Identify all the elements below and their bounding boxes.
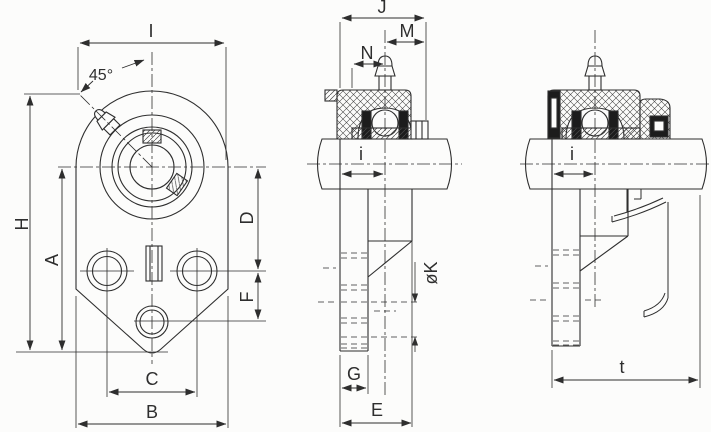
middle-extension-lines <box>339 22 427 427</box>
side-view-labels: J M N i øK G E <box>347 0 441 420</box>
front-view-labels: I 45° H A D F C B <box>12 21 257 422</box>
right-dimension-lines <box>553 170 699 384</box>
front-extension-lines <box>16 47 266 428</box>
front-view <box>16 39 266 428</box>
front-centerlines <box>58 52 266 364</box>
label-H: H <box>12 218 32 231</box>
inner-ring-right <box>561 127 641 140</box>
right-extension-lines <box>551 195 701 388</box>
label-E: E <box>371 400 383 420</box>
bracket-middle <box>339 139 413 352</box>
front-dimension-lines <box>26 39 262 428</box>
bracket-middle-hidden-lines <box>318 252 421 349</box>
label-A: A <box>42 254 62 266</box>
middle-centerlines <box>307 30 462 398</box>
label-t: t <box>619 357 624 377</box>
label-i-right: i <box>570 144 574 164</box>
label-J: J <box>378 0 387 17</box>
housing-lip-middle <box>324 89 338 102</box>
angle-leader-line <box>121 59 145 69</box>
bracket-right-hidden-lines <box>530 249 605 346</box>
label-i-middle: i <box>359 144 363 164</box>
label-K: øK <box>421 261 441 284</box>
inner-ring-middle <box>351 127 413 140</box>
label-C: C <box>146 369 159 389</box>
front-slot <box>145 245 163 282</box>
set-screws <box>142 129 189 197</box>
cover-seals <box>547 90 669 139</box>
label-M: M <box>400 21 415 41</box>
label-I: I <box>148 21 153 41</box>
label-45deg: 45° <box>89 67 113 84</box>
right-centerlines <box>520 30 711 310</box>
end-cover-lower <box>611 189 669 318</box>
covered-view-labels: i t <box>570 144 625 377</box>
label-D: D <box>237 212 257 225</box>
label-N: N <box>361 43 374 63</box>
side-section-view <box>307 14 462 427</box>
label-F: F <box>237 292 257 303</box>
label-B: B <box>146 402 158 422</box>
side-covered-view <box>520 30 711 388</box>
label-G: G <box>347 364 361 384</box>
middle-dimension-lines <box>341 14 425 427</box>
angle-corner-arrow <box>80 80 94 93</box>
locking-collar-middle <box>410 120 429 140</box>
